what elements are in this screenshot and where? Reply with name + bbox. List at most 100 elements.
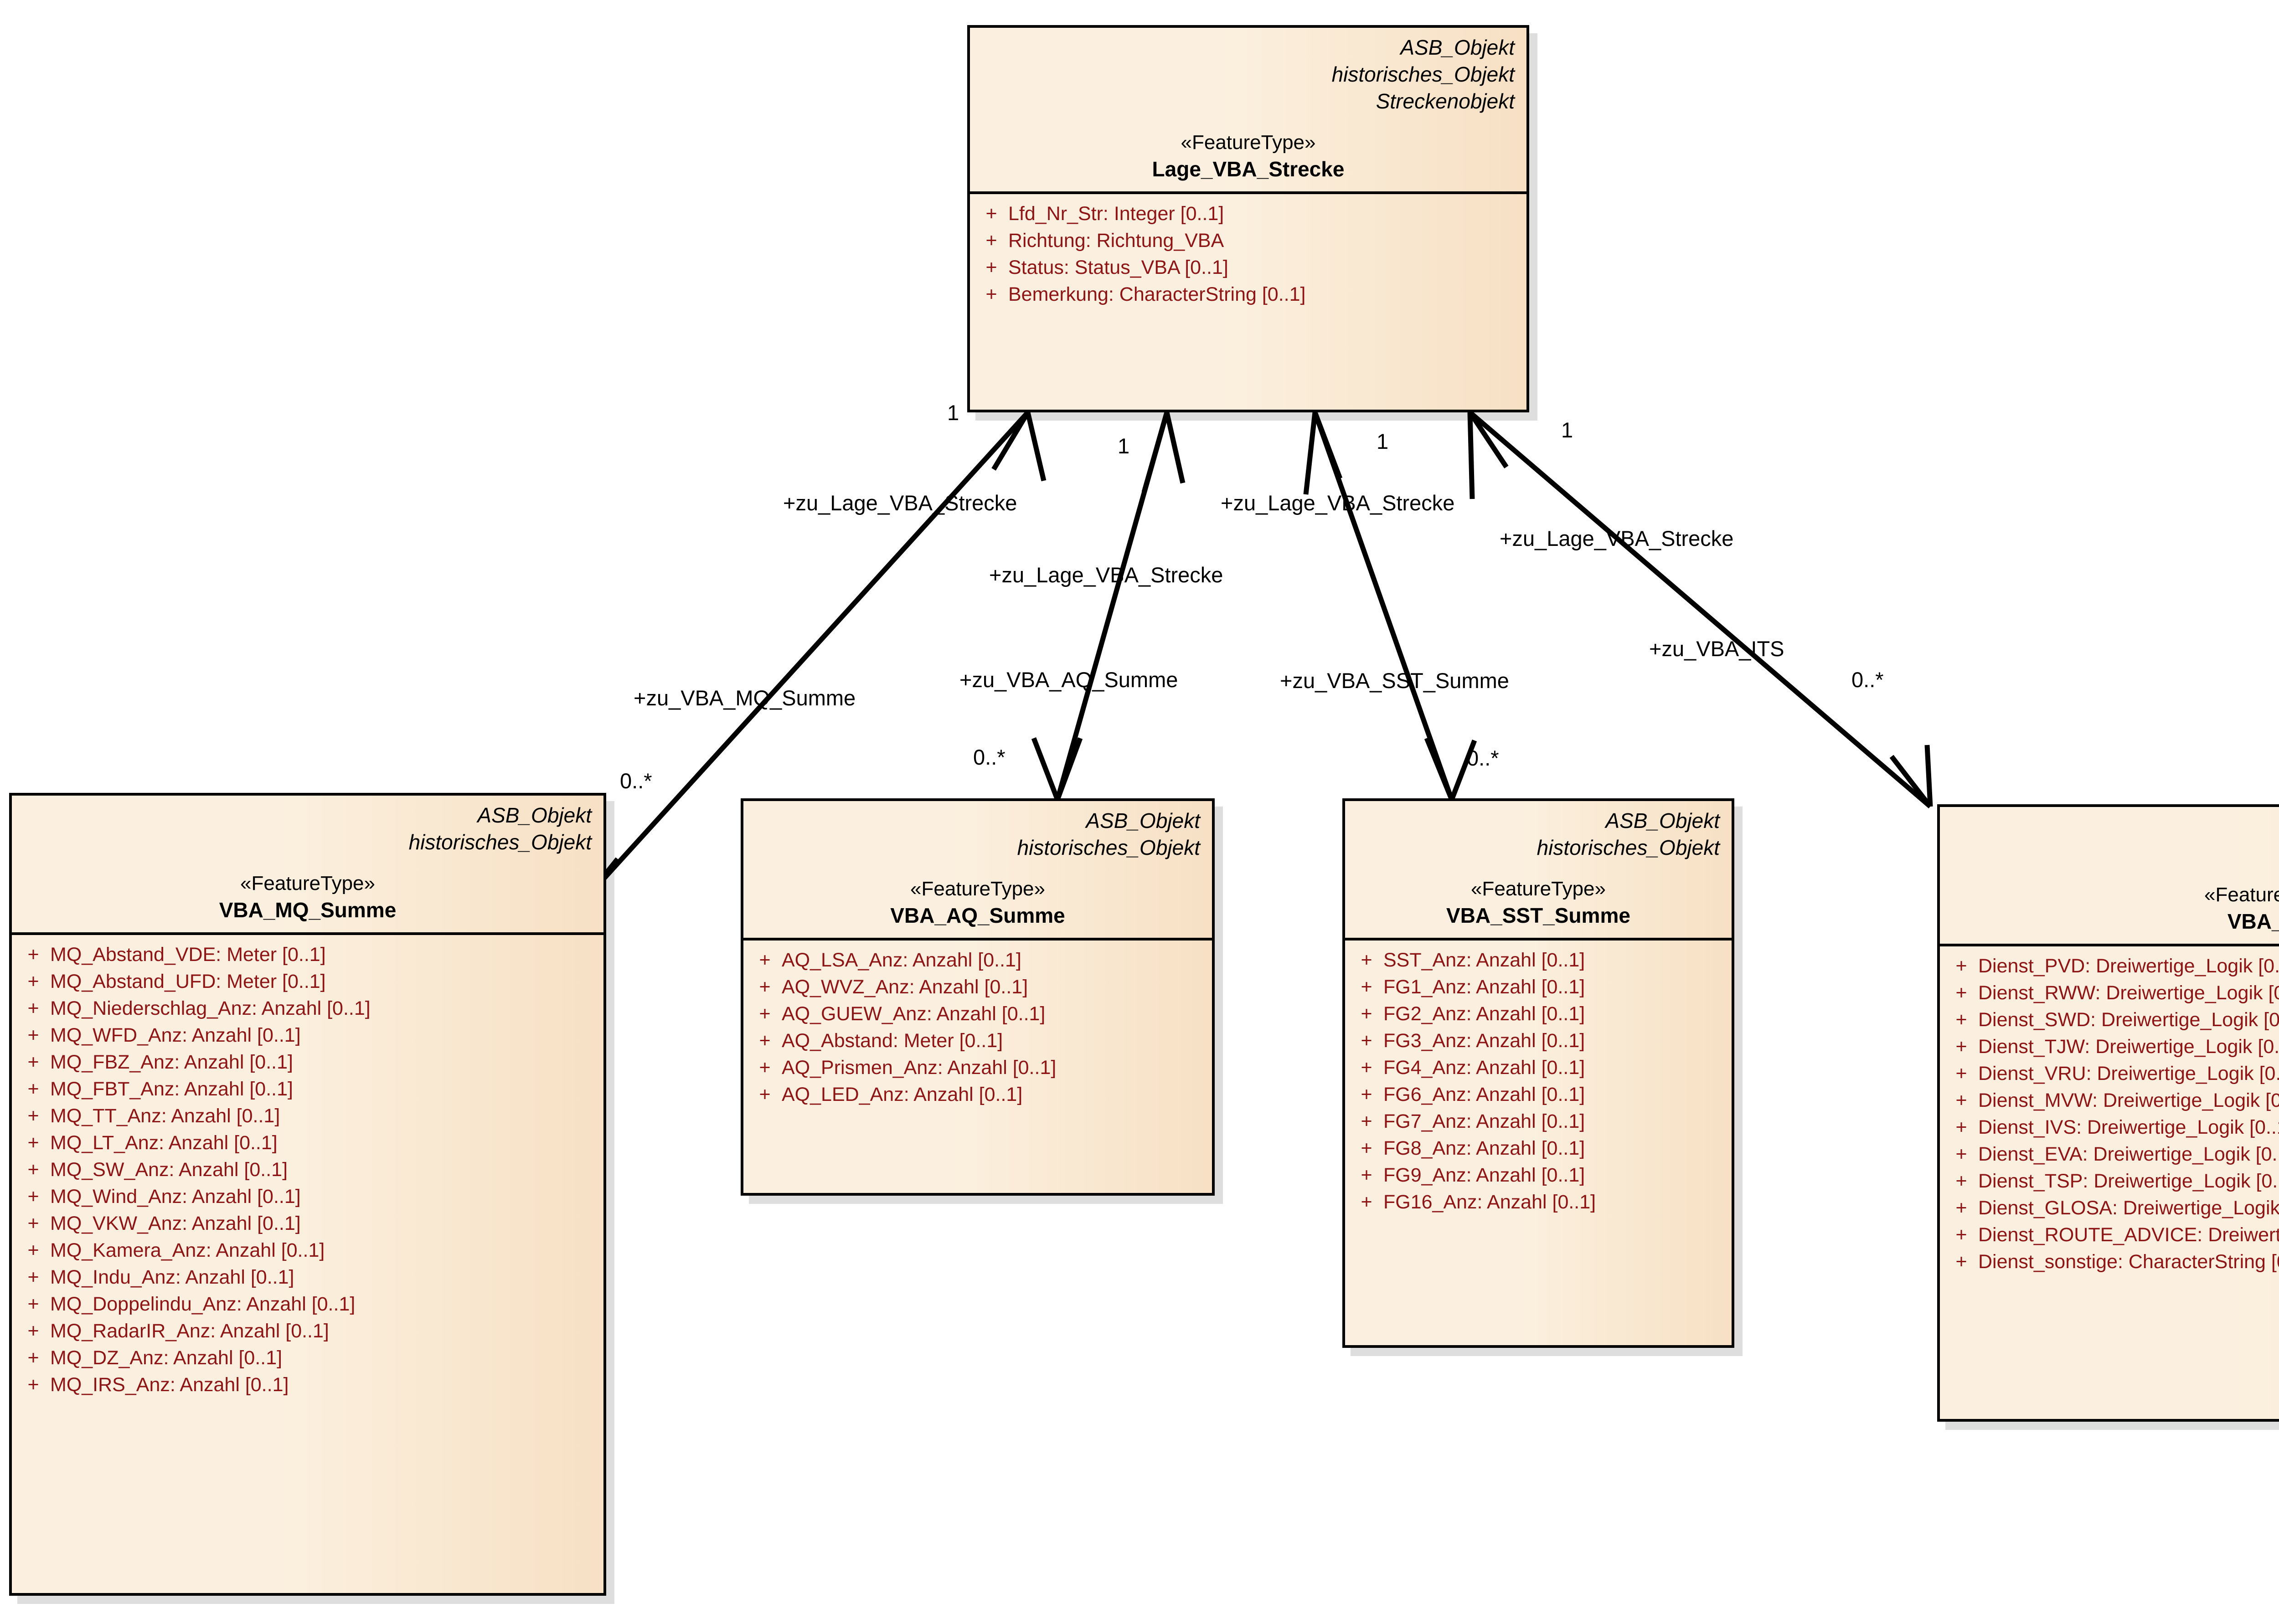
class-vba-its[interactable]: ASB_Objekt historisches_Objekt «FeatureT… — [1937, 804, 2279, 1422]
attribute-row[interactable]: +AQ_GUEW_Anz: Anzahl [0..1] — [748, 1001, 1207, 1028]
visibility-marker: + — [1361, 976, 1372, 998]
attribute-row[interactable]: +FG7_Anz: Anzahl [0..1] — [1350, 1108, 1727, 1135]
visibility-marker: + — [1955, 1250, 1967, 1273]
attribute-row[interactable]: +AQ_LSA_Anz: Anzahl [0..1] — [748, 947, 1207, 974]
attribute-row[interactable]: +FG8_Anz: Anzahl [0..1] — [1350, 1135, 1727, 1162]
attribute-text: MQ_VKW_Anz: Anzahl [0..1] — [50, 1212, 301, 1234]
attribute-row[interactable]: +FG2_Anz: Anzahl [0..1] — [1350, 1001, 1727, 1028]
visibility-marker: + — [27, 1051, 39, 1073]
attribute-row[interactable]: +MQ_Abstand_UFD: Meter [0..1] — [16, 968, 599, 995]
attribute-row[interactable]: +MQ_Indu_Anz: Anzahl [0..1] — [16, 1264, 599, 1291]
attribute-text: AQ_Prismen_Anz: Anzahl [0..1] — [782, 1056, 1057, 1079]
attribute-row[interactable]: + FG1_Anz: Anzahl [0..1] — [1350, 974, 1727, 1001]
class-lage-vba-strecke[interactable]: ASB_Objekt historisches_Objekt Streckeno… — [967, 25, 1529, 412]
attribute-row[interactable]: +MQ_TT_Anz: Anzahl [0..1] — [16, 1103, 599, 1130]
attribute-row[interactable]: +FG9_Anz: Anzahl [0..1] — [1350, 1162, 1727, 1189]
attribute-row[interactable]: +AQ_Abstand: Meter [0..1] — [748, 1028, 1207, 1054]
attribute-row[interactable]: + Lfd_Nr_Str: Integer [0..1] — [975, 200, 1522, 227]
attribute-row[interactable]: +AQ_LED_Anz: Anzahl [0..1] — [748, 1081, 1207, 1108]
attribute-row[interactable]: +MQ_WFD_Anz: Anzahl [0..1] — [16, 1022, 599, 1049]
class-vba-aq-summe[interactable]: ASB_Objekt historisches_Objekt «FeatureT… — [741, 798, 1215, 1196]
attribute-text: MQ_Niederschlag_Anz: Anzahl [0..1] — [50, 997, 371, 1019]
association-line-aq[interactable] — [1031, 411, 1186, 801]
association-line-sst[interactable] — [1303, 411, 1477, 801]
attribute-text: Lfd_Nr_Str: Integer [0..1] — [1008, 202, 1224, 225]
attribute-text: MQ_FBZ_Anz: Anzahl [0..1] — [50, 1051, 293, 1073]
attribute-row[interactable]: +FG6_Anz: Anzahl [0..1] — [1350, 1081, 1727, 1108]
attribute-row[interactable]: +Dienst_MVW: Dreiwertige_Logik [0..1] — [1944, 1087, 2279, 1114]
class-name: VBA_SST_Summe — [1446, 903, 1630, 927]
visibility-marker: + — [985, 283, 997, 305]
stereotype-tags: ASB_Objekt historisches_Objekt — [1952, 813, 2279, 867]
attribute-row[interactable]: +FG16_Anz: Anzahl [0..1] — [1350, 1189, 1727, 1216]
attribute-text: FG6_Anz: Anzahl [0..1] — [1383, 1083, 1585, 1105]
attribute-row[interactable]: + MQ_VKW_Anz: Anzahl [0..1] — [16, 1210, 599, 1237]
attribute-text: FG3_Anz: Anzahl [0..1] — [1383, 1029, 1585, 1052]
attribute-row[interactable]: +MQ_IRS_Anz: Anzahl [0..1] — [16, 1372, 599, 1398]
attribute-row[interactable]: + Dienst_VRU: Dreiwertige_Logik [0..1] — [1944, 1060, 2279, 1087]
attribute-row[interactable]: + Dienst_IVS: Dreiwertige_Logik [0..1] — [1944, 1114, 2279, 1141]
attribute-text: MQ_FBT_Anz: Anzahl [0..1] — [50, 1078, 293, 1100]
class-header: ASB_Objekt historisches_Objekt «FeatureT… — [743, 801, 1212, 938]
attribute-row[interactable]: +MQ_LT_Anz: Anzahl [0..1] — [16, 1130, 599, 1156]
attribute-row[interactable]: +Dienst_sonstige: CharacterString [0..1] — [1944, 1249, 2279, 1275]
visibility-marker: + — [759, 1083, 771, 1105]
attribute-row[interactable]: + Richtung: Richtung_VBA — [975, 227, 1522, 254]
visibility-marker: + — [27, 1024, 39, 1046]
attribute-row[interactable]: +AQ_Prismen_Anz: Anzahl [0..1] — [748, 1054, 1207, 1081]
attribute-row[interactable]: +Dienst_EVA: Dreiwertige_Logik [0..1] — [1944, 1141, 2279, 1168]
attribute-row[interactable]: +Dienst_TJW: Dreiwertige_Logik [0..1] — [1944, 1033, 2279, 1060]
association-line-its[interactable] — [1467, 410, 1933, 809]
visibility-marker: + — [27, 1131, 39, 1154]
attribute-row[interactable]: +MQ_RadarIR_Anz: Anzahl [0..1] — [16, 1318, 599, 1345]
attribute-row[interactable]: + Bemerkung: CharacterString [0..1] — [975, 281, 1522, 308]
attribute-row[interactable]: +MQ_Abstand_VDE: Meter [0..1] — [16, 941, 599, 968]
role-label-mq-target: +zu_VBA_MQ_Summe — [634, 686, 856, 710]
attribute-text: MQ_DZ_Anz: Anzahl [0..1] — [50, 1346, 283, 1369]
class-stereotype: «FeatureType» — [240, 872, 375, 894]
attribute-row[interactable]: +Dienst_SWD: Dreiwertige_Logik [0..1] — [1944, 1007, 2279, 1033]
attribute-row[interactable]: +MQ_SW_Anz: Anzahl [0..1] — [16, 1156, 599, 1183]
attribute-row[interactable]: +MQ_DZ_Anz: Anzahl [0..1] — [16, 1345, 599, 1372]
visibility-marker: + — [1955, 1116, 1967, 1138]
attribute-text: MQ_TT_Anz: Anzahl [0..1] — [50, 1105, 280, 1127]
multiplicity-sst-target: 0..* — [1467, 746, 1499, 770]
attribute-row[interactable]: +Dienst_TSP: Dreiwertige_Logik [0..1] — [1944, 1168, 2279, 1195]
visibility-marker: + — [27, 1266, 39, 1288]
attribute-row[interactable]: + Status: Status_VBA [0..1] — [975, 254, 1522, 281]
class-vba-sst-summe[interactable]: ASB_Objekt historisches_Objekt «FeatureT… — [1342, 798, 1734, 1348]
attribute-row[interactable]: +SST_Anz: Anzahl [0..1] — [1350, 947, 1727, 974]
role-label-mq-source: +zu_Lage_VBA_Strecke — [783, 491, 1017, 515]
attribute-row[interactable]: +MQ_Doppelindu_Anz: Anzahl [0..1] — [16, 1291, 599, 1318]
attribute-row[interactable]: + MQ_FBZ_Anz: Anzahl [0..1] — [16, 1049, 599, 1076]
visibility-marker: + — [1361, 1029, 1372, 1052]
visibility-marker: + — [1955, 1062, 1967, 1084]
attribute-row[interactable]: + FG3_Anz: Anzahl [0..1] — [1350, 1028, 1727, 1054]
attribute-row[interactable]: +Dienst_ROUTE_ADVICE: Dreiwertige_Logik … — [1944, 1222, 2279, 1249]
attribute-text: Dienst_IVS: Dreiwertige_Logik [0..1] — [1978, 1116, 2279, 1138]
attribute-row[interactable]: +MQ_Wind_Anz: Anzahl [0..1] — [16, 1183, 599, 1210]
attribute-text: FG1_Anz: Anzahl [0..1] — [1383, 976, 1585, 998]
visibility-marker: + — [27, 1212, 39, 1234]
attribute-text: FG4_Anz: Anzahl [0..1] — [1383, 1056, 1585, 1079]
role-label-aq-source: +zu_Lage_VBA_Strecke — [989, 563, 1223, 587]
class-name: VBA_AQ_Summe — [890, 903, 1065, 927]
attribute-row[interactable]: +Dienst_PVD: Dreiwertige_Logik [0..1] — [1944, 953, 2279, 980]
attribute-row[interactable]: +Dienst_RWW: Dreiwertige_Logik [0..1] — [1944, 980, 2279, 1007]
attribute-row[interactable]: +MQ_FBT_Anz: Anzahl [0..1] — [16, 1076, 599, 1103]
stereotype-tag: historisches_Objekt — [1017, 835, 1200, 859]
attribute-text: Dienst_VRU: Dreiwertige_Logik [0..1] — [1978, 1062, 2279, 1084]
class-name: Lage_VBA_Strecke — [1152, 157, 1345, 181]
attribute-row[interactable]: +Dienst_GLOSA: Dreiwertige_Logik [0..1] — [1944, 1195, 2279, 1222]
visibility-marker: + — [27, 1320, 39, 1342]
attribute-row[interactable]: +MQ_Kamera_Anz: Anzahl [0..1] — [16, 1237, 599, 1264]
visibility-marker: + — [27, 1239, 39, 1261]
attribute-row[interactable]: +MQ_Niederschlag_Anz: Anzahl [0..1] — [16, 995, 599, 1022]
attribute-text: FG2_Anz: Anzahl [0..1] — [1383, 1002, 1585, 1025]
stereotype-tags: ASB_Objekt historisches_Objekt — [24, 802, 592, 856]
attribute-row[interactable]: +FG4_Anz: Anzahl [0..1] — [1350, 1054, 1727, 1081]
class-vba-mq-summe[interactable]: ASB_Objekt historisches_Objekt «FeatureT… — [9, 793, 606, 1596]
role-label-sst-target: +zu_VBA_SST_Summe — [1280, 668, 1509, 693]
attribute-text: Dienst_ROUTE_ADVICE: Dreiwertige_Logik [… — [1978, 1223, 2279, 1246]
attribute-row[interactable]: +AQ_WVZ_Anz: Anzahl [0..1] — [748, 974, 1207, 1001]
